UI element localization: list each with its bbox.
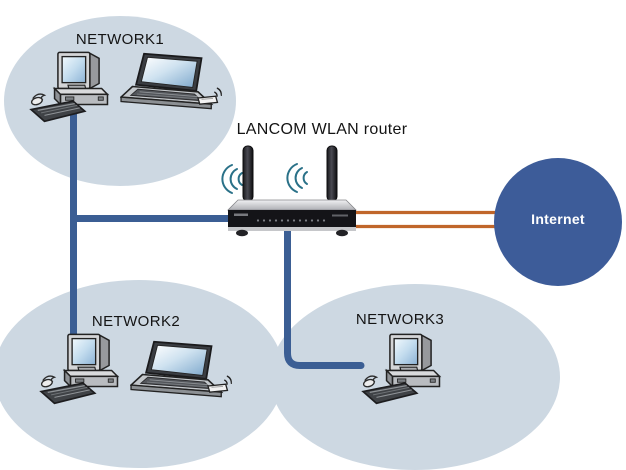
internet-circle: Internet: [494, 158, 622, 286]
internet-label: Internet: [531, 211, 585, 227]
desktop-computer-icon: [36, 330, 120, 406]
network2-label: NETWORK2: [91, 313, 181, 330]
laptop-icon: [120, 52, 222, 121]
desktop-computer-icon: [358, 330, 442, 406]
desktop-computer-icon: [26, 48, 110, 124]
wlan-router-icon: [212, 143, 362, 243]
network1-label: NETWORK1: [75, 31, 165, 48]
lan-line-router-network3: [284, 227, 365, 369]
laptop-icon: [130, 340, 232, 409]
router-label: LANCOM WLAN router: [236, 121, 408, 138]
network3-label: NETWORK3: [355, 311, 445, 328]
